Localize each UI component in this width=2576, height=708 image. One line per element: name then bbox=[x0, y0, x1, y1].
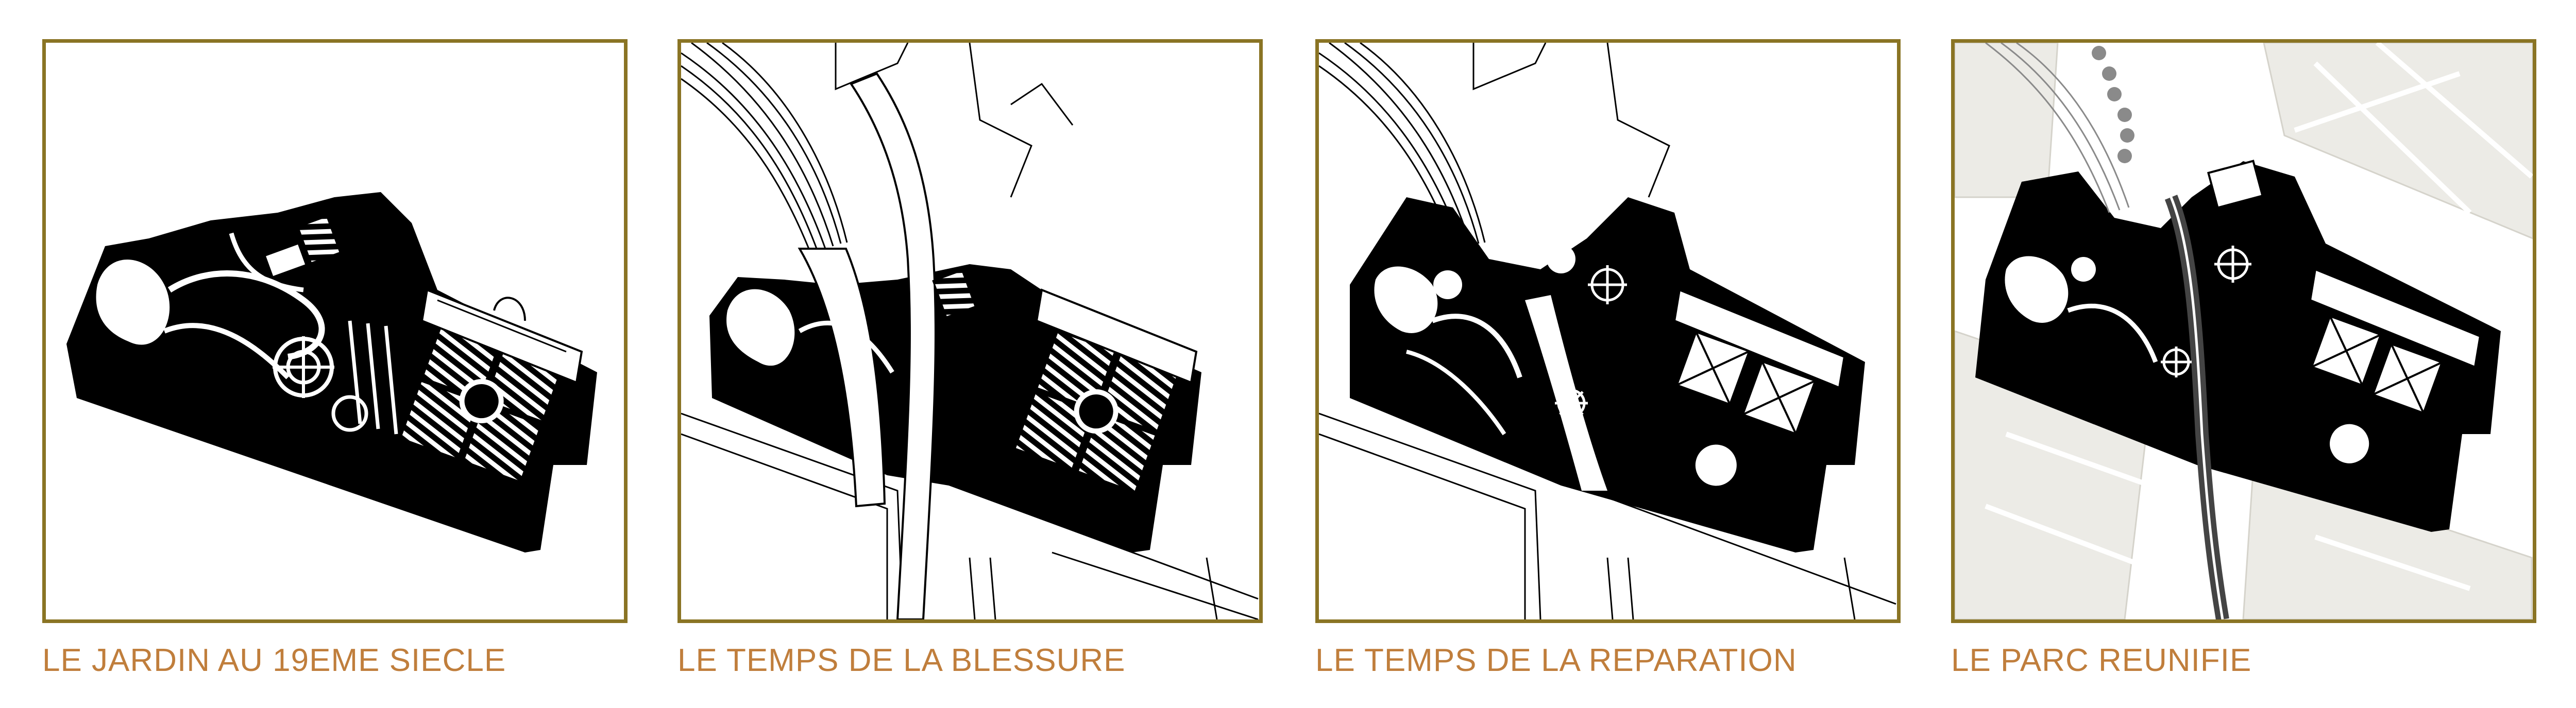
plan-jardin-19eme bbox=[46, 43, 624, 619]
caption-panel-3: LE TEMPS DE LA REPARATION bbox=[1315, 643, 1797, 678]
caption-panel-1: LE JARDIN AU 19EME SIECLE bbox=[42, 643, 506, 678]
plan-temps-reparation bbox=[1319, 43, 1896, 619]
panel-temps-de-la-reparation bbox=[1315, 39, 1901, 623]
caption-panel-4: LE PARC REUNIFIE bbox=[1951, 643, 2252, 678]
panel-parc-reunifie bbox=[1951, 39, 2536, 623]
plan-temps-blessure bbox=[681, 43, 1259, 619]
panel-temps-de-la-blessure bbox=[677, 39, 1263, 623]
panel-jardin-19eme-siecle bbox=[42, 39, 628, 623]
caption-panel-2: LE TEMPS DE LA BLESSURE bbox=[677, 643, 1126, 678]
plan-parc-reunifie bbox=[1955, 43, 2533, 619]
